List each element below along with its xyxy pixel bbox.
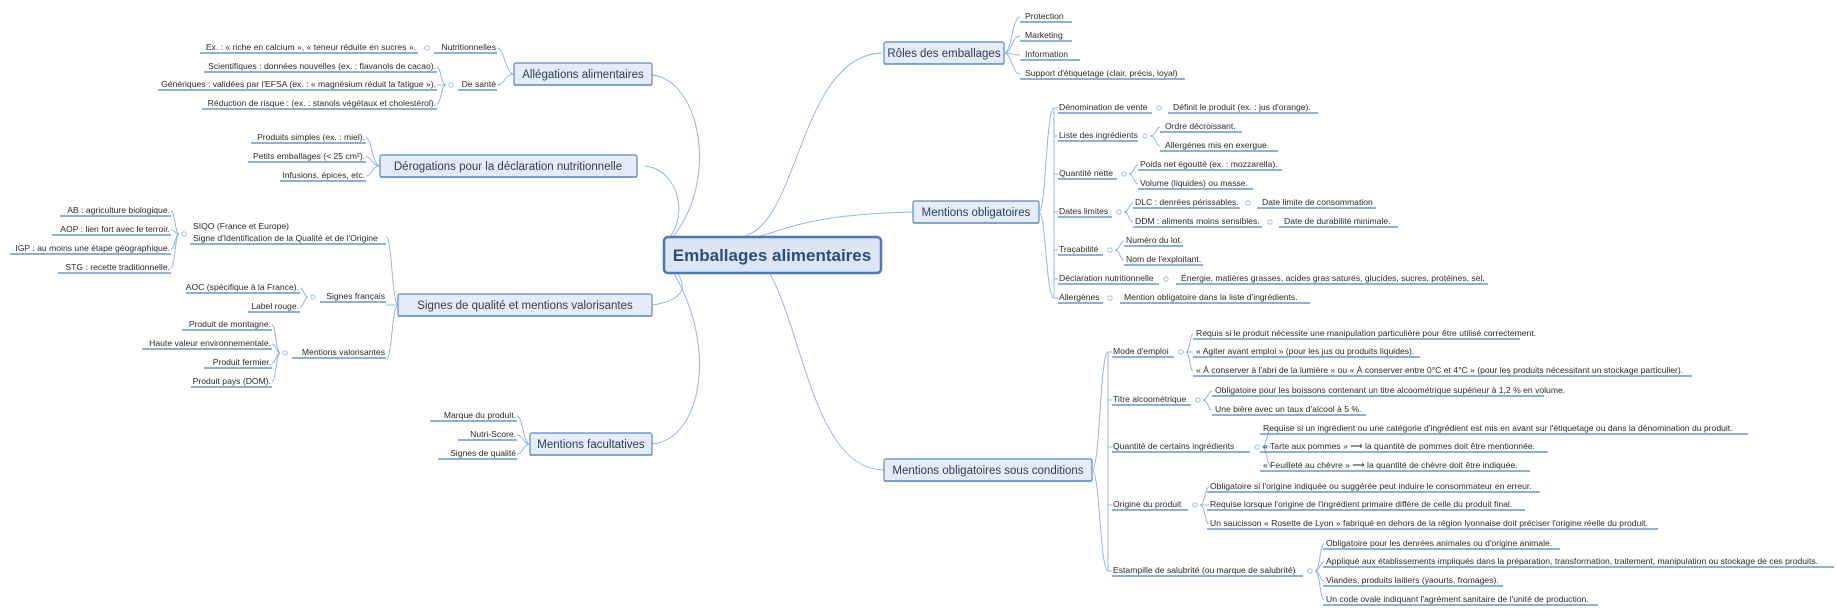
mentions-allergenes-detail: Mention obligatoire dans la liste d'ingr… [1124,292,1298,302]
signes-francais-item: AOC (spécifique à la France). [186,282,299,292]
allegations-sante-item: Scientifiques : données nouvelles (ex. :… [208,61,436,71]
branch-facultatives: Mentions facultatives Marque du produit.… [430,410,653,460]
mentions-dates: Dates limites [1059,206,1108,216]
mentions-ingredients-item: Allergènes mis en exergue. [1165,140,1269,150]
mentions-quantite: Quantité nette [1059,168,1113,178]
allegations-title: Allégations alimentaires [522,69,644,81]
mentions-title: Mentions obligatoires [922,207,1031,219]
mentions-declaration: Déclaration nutritionnelle [1059,273,1154,283]
signes-francais-item: Label rouge. [251,301,299,311]
branch-derogations: Dérogations pour la déclaration nutritio… [248,132,638,182]
signes-title: Signes de qualité et mentions valorisant… [417,300,633,312]
derogations-item: Petits emballages (< 25 cm²). [253,151,365,161]
mentions-ddm-detail: Date de durabilité minimale. [1284,216,1391,226]
roles-item: Information [1025,49,1068,59]
derogations-item: Produits simples (ex. : miel). [257,132,365,142]
conditions-origine-item: Requise lorsque l'origine de l'ingrédien… [1210,499,1512,509]
mentions-quantite-item: Poids net égoutté (ex. : mozzarella). [1140,159,1278,169]
mentions-ingredients: Liste des ingrédients [1059,130,1138,140]
root-node[interactable]: Emballages alimentaires [662,235,883,275]
allegations-nutri-detail: Ex. : « riche en calcium », « teneur réd… [206,42,416,52]
mentions-dlc: DLC : denrées périssables. [1135,197,1239,207]
mentions-ingredients-item: Ordre décroissant. [1165,121,1236,131]
mentions-quantite-item: Volume (liquides) ou masse. [1140,178,1248,188]
conditions-origine: Origine du produit [1113,499,1182,509]
conditions-estampille-item: Un code ovale indiquant l'agrément sanit… [1326,594,1589,604]
branch-conditions: Mentions obligatoires sous conditions Mo… [883,328,1834,606]
signes-siqo-item: AOP : lien fort avec le terroir. [60,224,170,234]
allegations-sante: De santé [462,79,497,89]
roles-item: Marketing [1025,30,1063,40]
branch-roles: Rôles des emballages Protection Marketin… [883,11,1185,80]
conditions-quantite-item: « Feuilleté au chèvre » ⟶ la quantité de… [1263,460,1518,470]
mentions-tracabilite-item: Nom de l'exploitant. [1126,254,1201,264]
facultatives-title: Mentions facultatives [537,439,645,451]
mentions-denomination-detail: Définit le produit (ex. : jus d'orange). [1173,102,1311,112]
allegations-nutri: Nutritionnelles [442,42,496,52]
signes-siqo-item: AB : agriculture biologique. [67,205,170,215]
facultatives-item: Nutri-Score. [470,429,516,439]
conditions-quantite: Quantité de certains ingrédients [1113,441,1234,451]
conditions-title: Mentions obligatoires sous conditions [892,465,1083,477]
conditions-mode: Mode d'emploi [1113,346,1169,356]
conditions-quantite-item: Requise si un ingrédient ou une catégori… [1263,423,1733,433]
conditions-titre-item: Une bière avec un taux d'alcool à 5 %. [1215,404,1361,414]
branch-mentions: Mentions obligatoires Dénomination de ve… [912,102,1488,304]
mentions-dlc-detail: Date limite de consommation [1262,197,1373,207]
conditions-titre: Titre alcoométrique [1113,394,1186,404]
roles-item: Support d'étiquetage (clair, précis, loy… [1025,68,1178,78]
root-title: Emballages alimentaires [673,246,871,265]
derogations-title: Dérogations pour la déclaration nutritio… [394,161,622,173]
derogations-item: Infusions, épices, etc. [282,170,365,180]
conditions-mode-item: « Agiter avant emploi » (pour les jus ou… [1196,346,1414,356]
mentions-ddm: DDM : aliments moins sensibles. [1135,216,1260,226]
branch-signes: Signes de qualité et mentions valorisant… [10,205,653,388]
conditions-estampille-item: Viandes, produits laitiers (yaourts, fro… [1326,575,1499,585]
conditions-estampille: Estampille de salubrité (ou marque de sa… [1113,565,1296,575]
conditions-mode-item: Requis si le produit nécessite une manip… [1196,328,1536,338]
allegations-sante-item: Réduction de risque : (ex. : stanols vég… [208,98,436,108]
signes-valorisantes-item: Produit pays (DOM). [193,376,271,386]
conditions-estampille-item: Obligatoire pour les denrées animales ou… [1326,538,1552,548]
mentions-tracabilite-item: Numéro du lot. [1126,235,1182,245]
branch-allegations: Allégations alimentaires Nutritionnelles… [158,42,653,110]
signes-siqo-item: STG : recette traditionnelle. [65,262,170,272]
allegations-sante-item: Génériques : validées par l'EFSA (ex. : … [161,79,436,89]
conditions-mode-item: « À conserver à l'abri de la lumière » o… [1196,365,1683,375]
signes-siqo-line2: Signe d'Identification de la Qualité et … [193,233,378,243]
mentions-declaration-detail: Énergie, matières grasses, acides gras s… [1181,273,1485,283]
conditions-origine-item: Un saucisson « Rosette de Lyon » fabriqu… [1210,518,1648,528]
mentions-tracabilite: Traçabilité [1059,244,1099,254]
conditions-origine-item: Obligatoire si l'origine indiquée ou sug… [1210,481,1532,491]
signes-siqo-line1: SIQO (France et Europe) [193,221,289,231]
signes-francais: Signes français [326,291,385,301]
roles-title: Rôles des emballages [887,48,1000,60]
facultatives-item: Marque du produit. [444,410,516,420]
signes-valorisantes-item: Haute valeur environnementale. [149,338,271,348]
conditions-estampille-item: Appliqué aux établissements impliqués da… [1326,556,1818,566]
signes-valorisantes-item: Produit de montagne. [189,319,271,329]
facultatives-item: Signes de qualité [450,448,516,458]
mentions-denomination: Dénomination de vente [1059,102,1148,112]
conditions-quantite-item: « Tarte aux pommes » ⟶ la quantité de po… [1263,441,1535,451]
signes-valorisantes-item: Produit fermier. [213,357,271,367]
mentions-allergenes: Allergènes [1059,292,1100,302]
conditions-titre-item: Obligatoire pour les boissons contenant … [1215,385,1565,395]
signes-valorisantes: Mentions valorisantes [302,347,385,357]
signes-siqo-item: IGP : au moins une étape géographique. [15,243,170,253]
roles-item: Protection [1025,11,1064,21]
